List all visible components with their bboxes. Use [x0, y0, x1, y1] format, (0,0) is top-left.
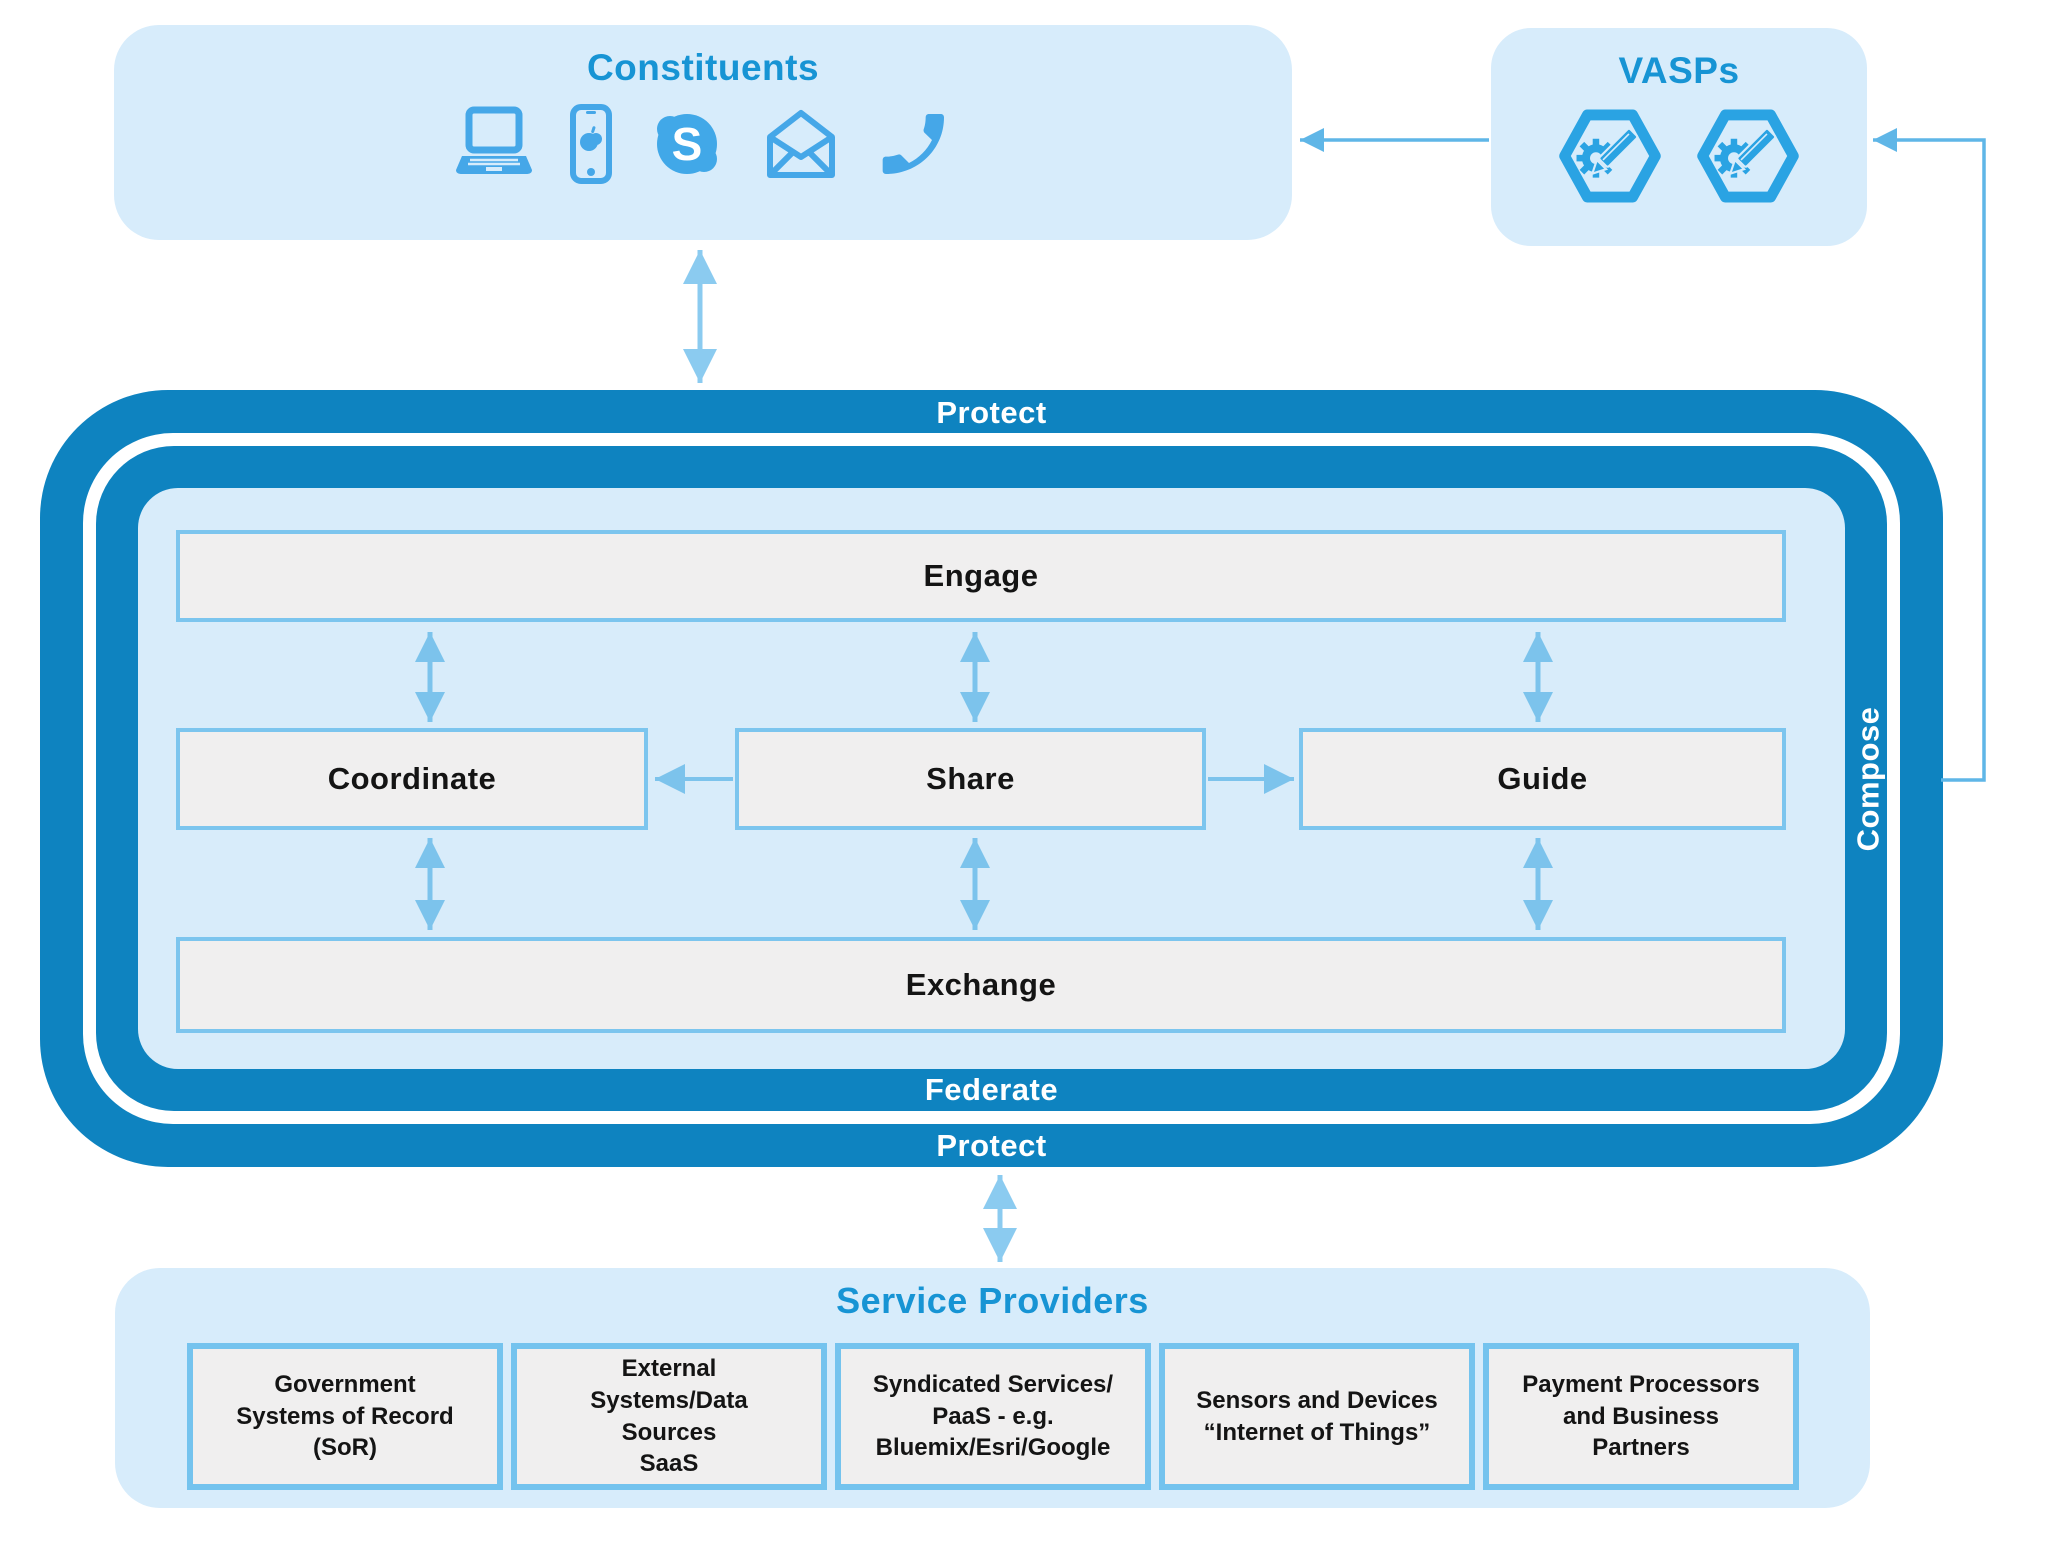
apple-logo: [580, 126, 602, 151]
skype-icon: S: [657, 114, 717, 174]
hexagon-gear-pencil-icon: [1559, 109, 1661, 203]
sp-box-syndicated-services: Syndicated Services/ PaaS - e.g. Bluemix…: [835, 1343, 1151, 1490]
vasps-icon-row: [1491, 102, 1867, 210]
coordinate-box: Coordinate: [176, 728, 648, 830]
engage-box: Engage: [176, 530, 1786, 622]
service-providers-row: Government Systems of Record (SoR) Exter…: [187, 1343, 1799, 1490]
email-icon: [767, 110, 835, 178]
service-providers-title: Service Providers: [836, 1280, 1149, 1321]
guide-box: Guide: [1299, 728, 1786, 830]
constituents-title: Constituents: [586, 47, 820, 88]
protect-top-label: Protect: [936, 395, 1047, 430]
vasps-panel: VASPs: [1491, 28, 1867, 246]
vasps-title: VASPs: [1618, 50, 1740, 91]
sp-box-sensors-devices: Sensors and Devices “Internet of Things”: [1159, 1343, 1475, 1490]
laptop-icon: [456, 106, 532, 174]
sp-box-payment-processors: Payment Processors and Business Partners: [1483, 1343, 1799, 1490]
hexagon-gear-pencil-icon: [1697, 109, 1799, 203]
smartphone-icon: [570, 104, 612, 184]
sp-box-external-systems: External Systems/Data Sources SaaS: [511, 1343, 827, 1490]
constituents-panel: Constituents: [114, 25, 1292, 240]
federate-label: Federate: [924, 1072, 1059, 1107]
exchange-box: Exchange: [176, 937, 1786, 1033]
sp-box-government-sor: Government Systems of Record (SoR): [187, 1343, 503, 1490]
constituents-icon-row: S: [114, 103, 1292, 185]
protect-bottom-label: Protect: [936, 1128, 1047, 1163]
skype-letter: S: [672, 118, 703, 170]
phone-icon: [882, 114, 944, 174]
pencil-icon: [1590, 127, 1639, 176]
share-box: Share: [735, 728, 1206, 830]
